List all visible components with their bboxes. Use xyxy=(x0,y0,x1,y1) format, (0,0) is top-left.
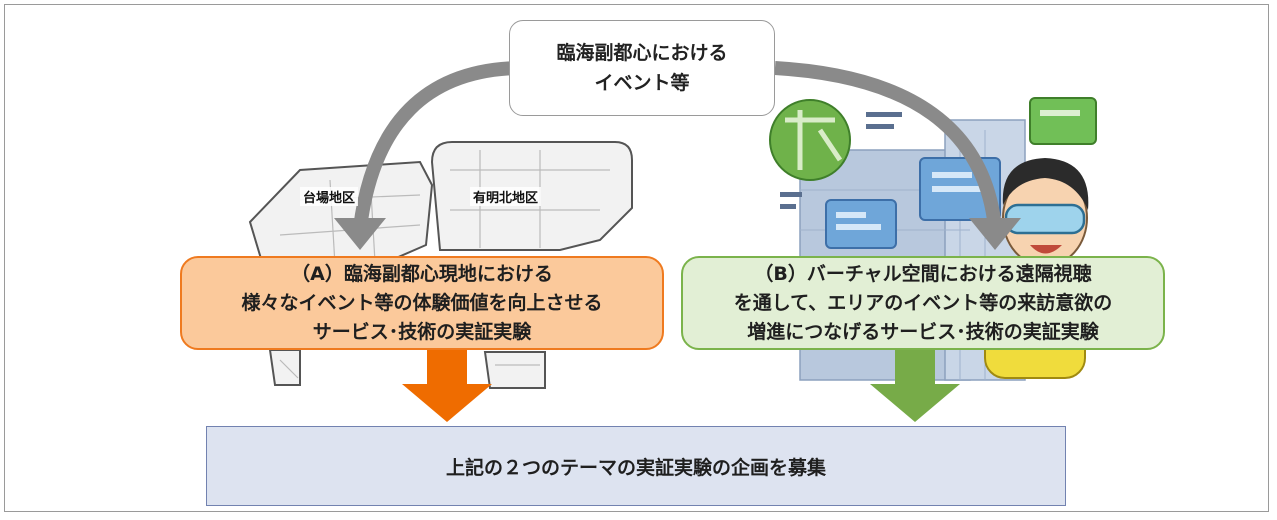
down-arrow-orange xyxy=(402,350,492,422)
theme-a-line3: サービス･技術の実証実験 xyxy=(312,320,532,343)
event-source-box: 臨海副都心における イベント等 xyxy=(509,20,775,116)
district-label-daiba: 台場地区 xyxy=(300,187,359,206)
curved-arrow-right-head xyxy=(969,218,1021,250)
info-panel-3 xyxy=(1029,97,1097,145)
down-arrow-green xyxy=(870,350,960,422)
curved-arrow-left-head xyxy=(334,218,386,250)
event-source-line1: 臨海副都心における xyxy=(556,42,728,64)
map-block-lower-left xyxy=(268,349,301,386)
theme-b-line2: を通して、エリアのイベント等の来訪意欲の xyxy=(733,291,1113,314)
theme-a-box: （A）臨海副都心現地における 様々なイベント等の体験価値を向上させる サービス･… xyxy=(180,256,664,350)
recruitment-box: 上記の２つのテーマの実証実験の企画を募集 xyxy=(206,426,1066,506)
map-globe xyxy=(769,99,851,181)
theme-b-box: （B）バーチャル空間における遠隔視聴 を通して、エリアのイベント等の来訪意欲の … xyxy=(681,256,1165,350)
district-label-ariake: 有明北地区 xyxy=(470,187,542,206)
theme-b-line1: （B）バーチャル空間における遠隔視聴 xyxy=(754,262,1092,285)
theme-a-line2: 様々なイベント等の体験価値を向上させる xyxy=(241,291,603,314)
map-block-daiba xyxy=(248,160,434,272)
curved-arrow-left xyxy=(353,61,521,229)
recruitment-text: 上記の２つのテーマの実証実験の企画を募集 xyxy=(445,456,826,479)
theme-b-line3: 増進につなげるサービス･技術の実証実験 xyxy=(747,320,1099,343)
map-illustration xyxy=(248,141,633,389)
event-source-line2: イベント等 xyxy=(594,72,690,94)
theme-a-line1: （A）臨海副都心現地における xyxy=(291,262,553,285)
map-block-lower-right xyxy=(483,351,546,389)
curved-arrow-right xyxy=(774,61,1002,229)
floating-dashes xyxy=(780,112,902,209)
